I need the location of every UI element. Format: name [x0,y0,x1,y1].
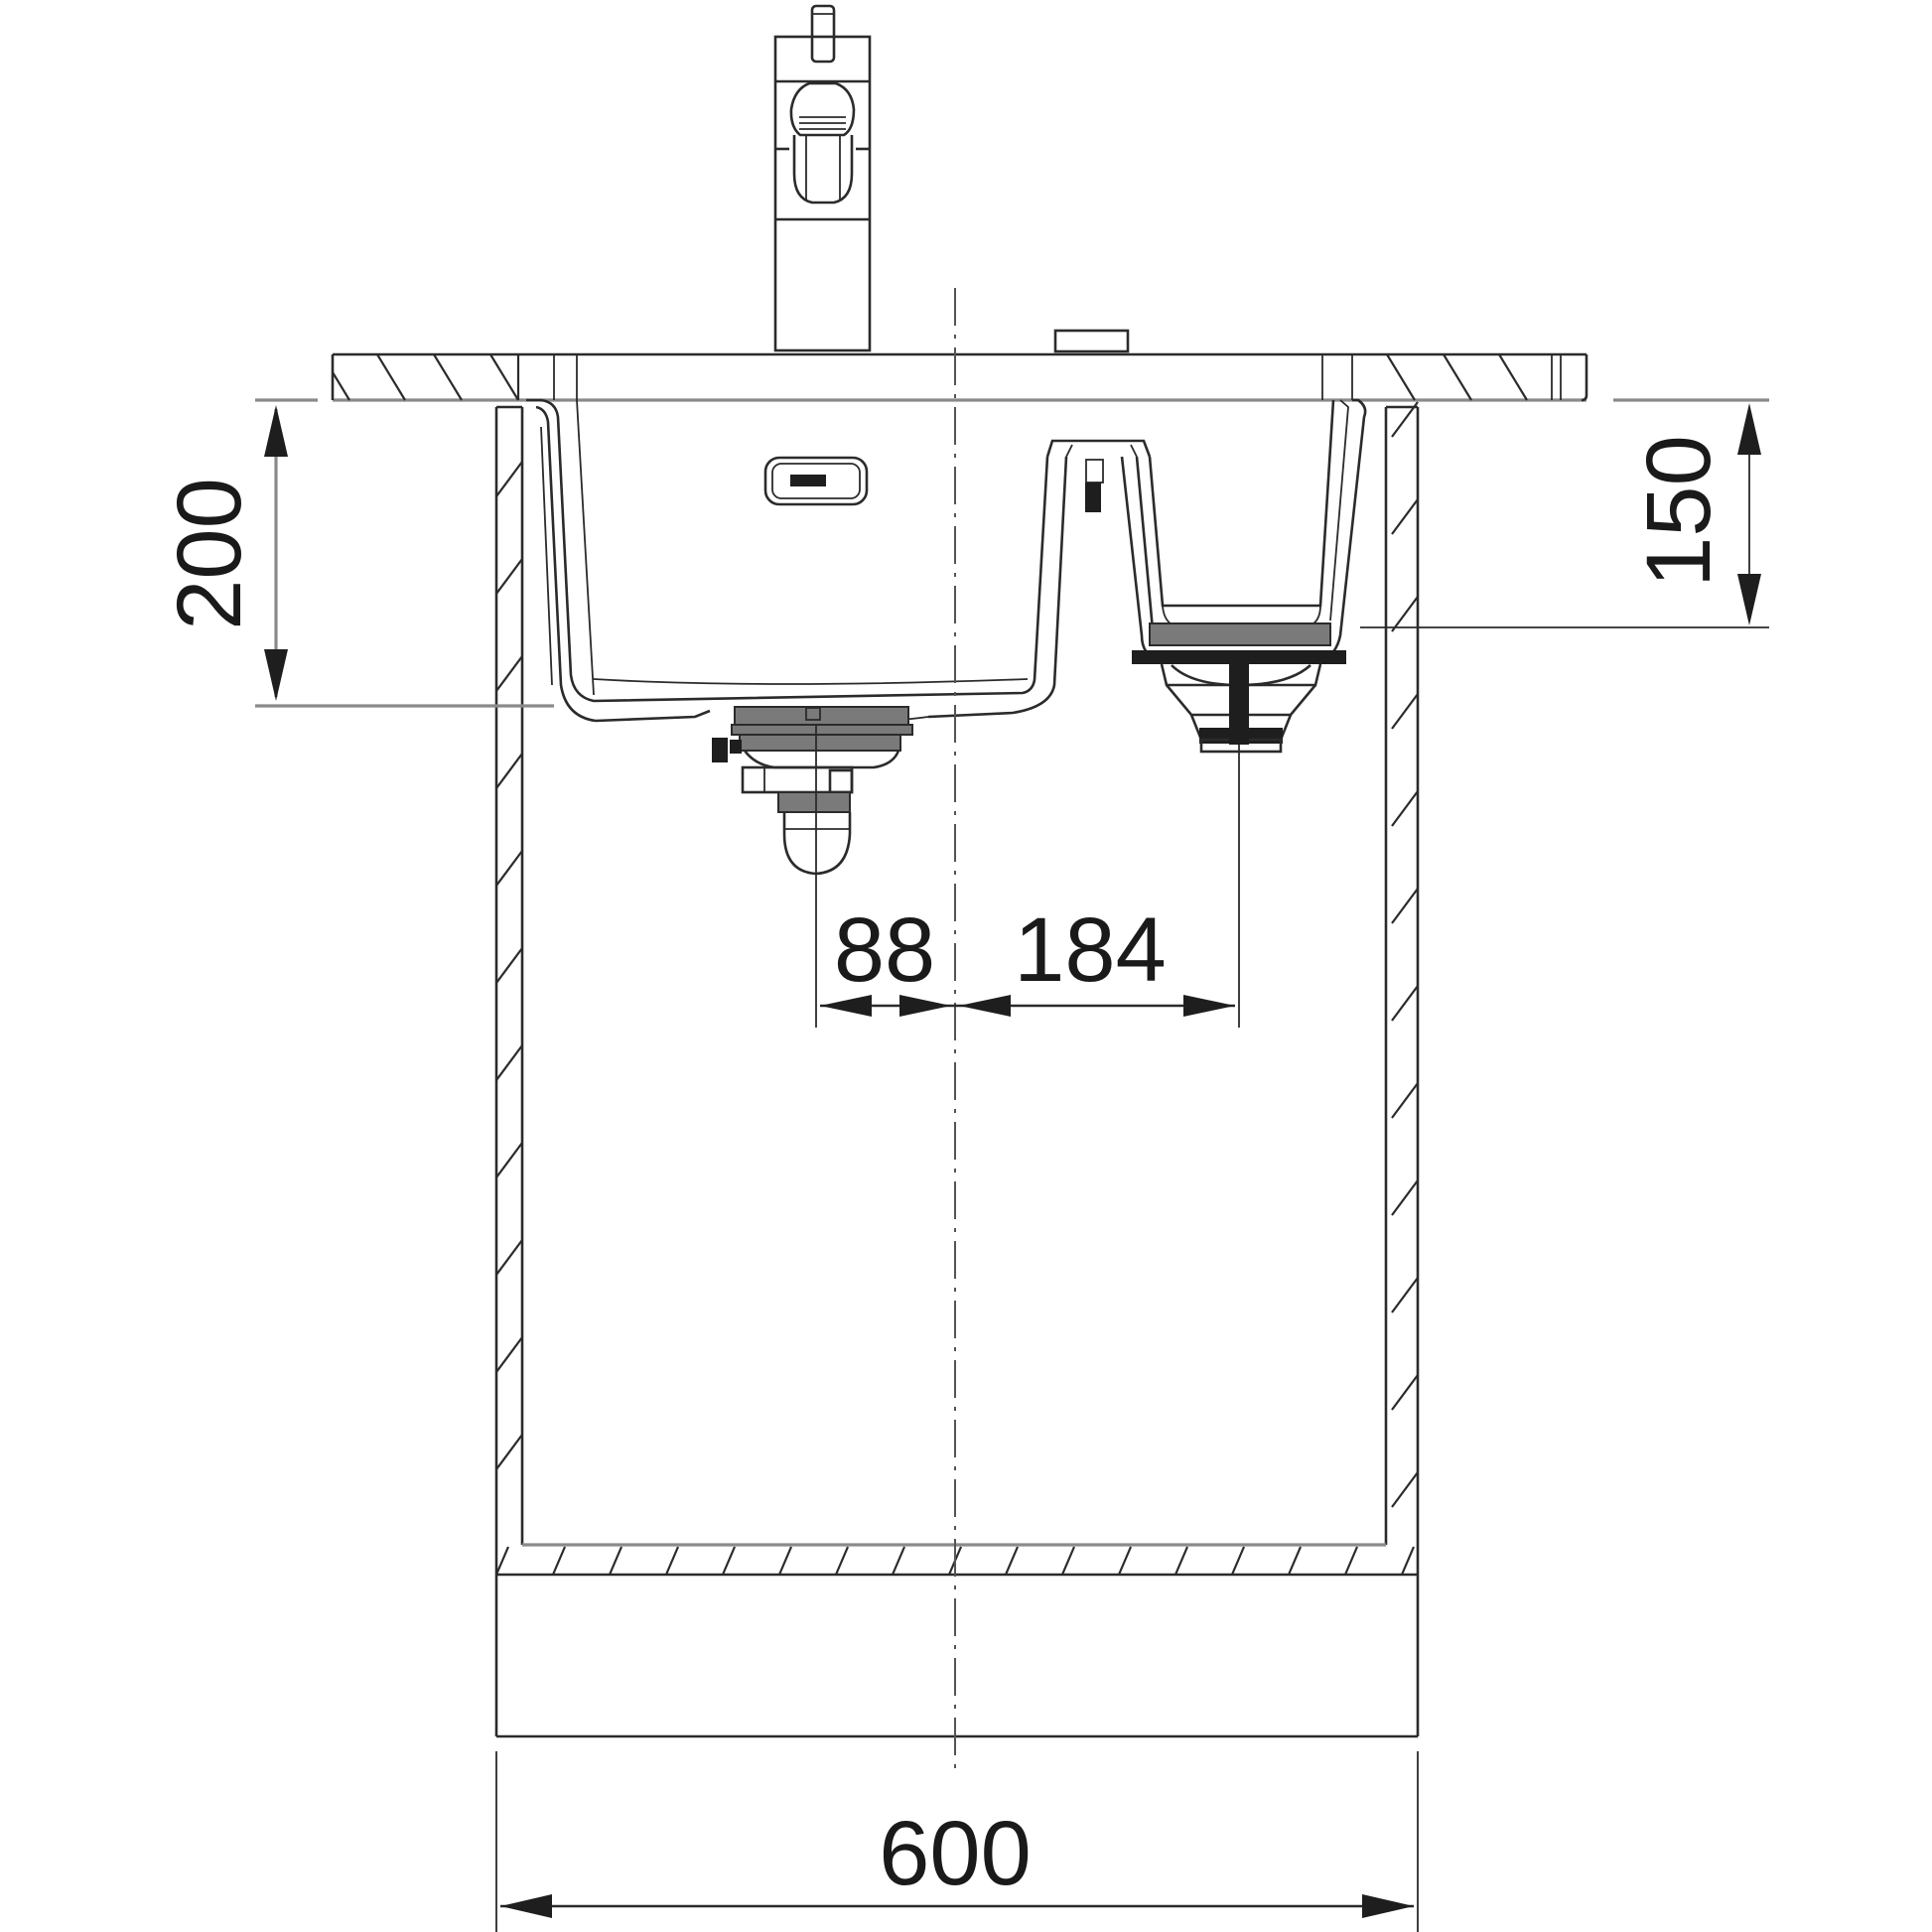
dimension-88-label: 88 [834,899,935,1001]
tap-hole-cover [1053,329,1130,353]
small-bowl [1120,398,1367,663]
dimension-150-label: 150 [1628,435,1729,588]
dimension-200-label: 200 [159,478,260,630]
cabinet-right-hatch [1391,401,1419,1508]
small-drain [1132,622,1346,754]
dimension-600: 600 [495,1751,1419,1932]
dimension-drain-offsets: 88 184 [815,725,1240,1028]
countertop [331,352,1588,402]
bowl-divider [1045,439,1152,512]
main-drain [712,706,913,876]
dimension-600-label: 600 [879,1803,1032,1904]
cabinet-bottom-hatch [494,1546,1416,1576]
cabinet [494,401,1420,1736]
cabinet-left-hatch [495,461,523,1470]
faucet [773,4,872,352]
dimension-200: 200 [159,398,554,708]
main-bowl [526,398,1068,723]
dimension-184-label: 184 [1014,899,1167,1001]
dimension-150: 150 [1360,398,1769,628]
